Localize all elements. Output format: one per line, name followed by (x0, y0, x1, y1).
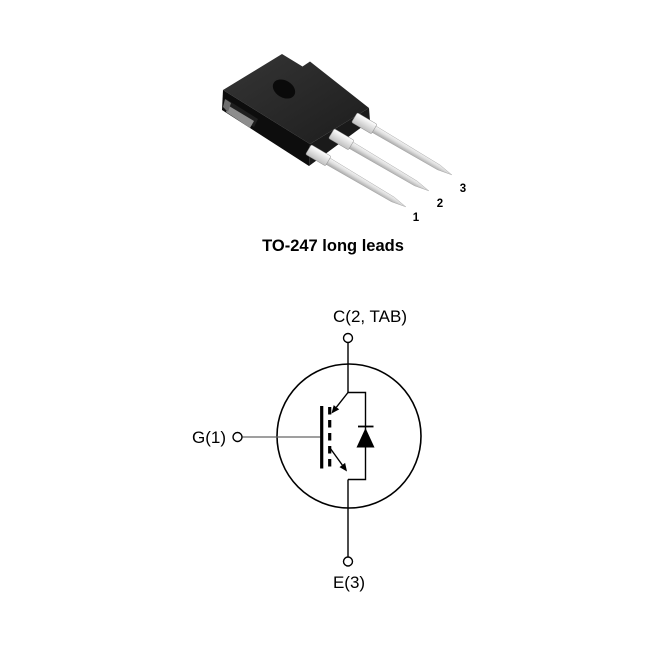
lead-3 (351, 112, 452, 176)
package-front-face (222, 90, 310, 166)
package-slot-wall (223, 99, 231, 112)
package-slot-floor (226, 106, 254, 128)
lead-3-shank (370, 124, 452, 176)
package-caption: TO-247 long leads (262, 237, 404, 255)
collector-terminal-circle (342, 332, 354, 344)
package-top-face (223, 54, 369, 144)
lead-2-base (328, 128, 354, 150)
symbol-enclosure-circle (276, 363, 422, 509)
collector-diagonal (335, 392, 349, 408)
gate-terminal-circle (232, 431, 243, 443)
package-3d-view: 1 2 3 TO-247 long leads (222, 54, 466, 255)
collector-label: C(2, TAB) (333, 307, 407, 326)
pin-1-number: 1 (413, 212, 420, 224)
emitter-arrowhead-icon (339, 462, 347, 472)
emitter-label: E(3) (333, 573, 365, 592)
collector-arrowhead-icon (331, 405, 340, 414)
diode-triangle-icon (356, 428, 375, 448)
lead-1-shank (324, 156, 406, 208)
lead-1-base (305, 144, 331, 166)
emitter-terminal-circle (342, 556, 354, 567)
gate-label: G(1) (192, 428, 226, 447)
lead-1 (305, 144, 406, 208)
lead-3-base (351, 112, 377, 134)
emitter-diagonal (329, 447, 343, 466)
mounting-hole (272, 79, 296, 99)
lead-2-shank (347, 140, 429, 192)
lead-2 (328, 128, 429, 192)
pin-3-number: 3 (460, 183, 466, 195)
pin-2-number: 2 (437, 198, 443, 210)
igbt-schematic: C(2, TAB) G(1) E(3) (192, 307, 422, 592)
